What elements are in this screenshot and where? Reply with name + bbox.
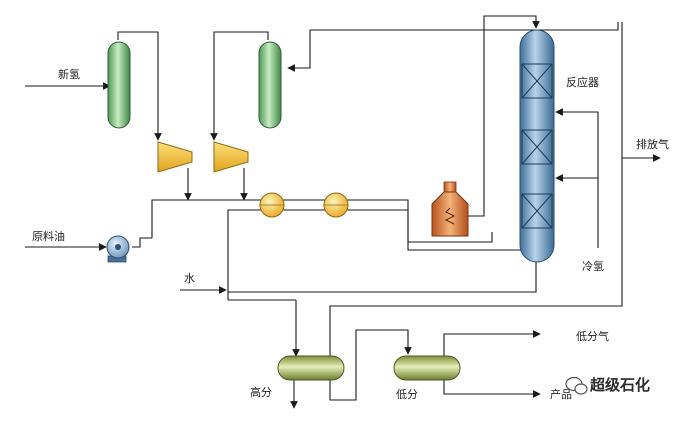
label-vent-gas: 排放气 — [636, 137, 669, 151]
recycle-gas-line — [287, 22, 619, 72]
heater-to-reactor-line — [462, 15, 540, 217]
wechat-logo-icon — [565, 376, 588, 395]
catalyst-bed-1 — [521, 63, 553, 99]
watermark-text: 超级石化 — [589, 376, 650, 394]
product-line — [443, 380, 541, 398]
label-new-hydrogen: 新氢 — [58, 67, 80, 81]
hp-gas-recycle-line — [329, 158, 623, 360]
piping — [25, 15, 661, 409]
compressor-2 — [213, 141, 249, 173]
new-hydrogen-drum — [107, 41, 131, 129]
hp-separator — [277, 355, 345, 381]
heat-exchanger-2 — [323, 192, 349, 218]
label-water: 水 — [184, 272, 195, 285]
drum2-to-compressor2-line — [210, 31, 269, 141]
pump-discharge-line — [132, 237, 152, 248]
label-product: 产品 — [550, 387, 572, 401]
reactor-outlet-line — [227, 262, 537, 300]
low-gas-line — [443, 330, 541, 356]
watermark: 超级石化 — [565, 376, 650, 395]
lp-separator — [393, 355, 461, 381]
recycle-hydrogen-drum — [258, 41, 282, 129]
label-low-gas: 低分气 — [576, 329, 609, 343]
hp-to-lp-line — [329, 329, 412, 401]
drum1-to-compressor1-line — [117, 31, 162, 141]
label-lp-separator: 低分 — [396, 388, 418, 401]
compressor-1 — [157, 141, 193, 173]
effluent-loop-line — [227, 209, 493, 292]
catalyst-bed-3 — [521, 193, 553, 229]
feed-header-line — [151, 199, 540, 251]
label-feed-oil: 原料油 — [32, 229, 65, 243]
catalyst-bed-2 — [521, 129, 553, 165]
quench-line-1 — [555, 108, 599, 248]
feed-pump — [106, 235, 130, 263]
heat-exchanger-1 — [259, 192, 285, 218]
label-reactor: 反应器 — [566, 75, 599, 89]
label-hp-separator: 高分 — [250, 385, 272, 399]
heating-furnace — [431, 181, 469, 237]
label-cold-hydrogen: 冷氢 — [582, 259, 604, 273]
reactor-vessel — [519, 29, 555, 263]
